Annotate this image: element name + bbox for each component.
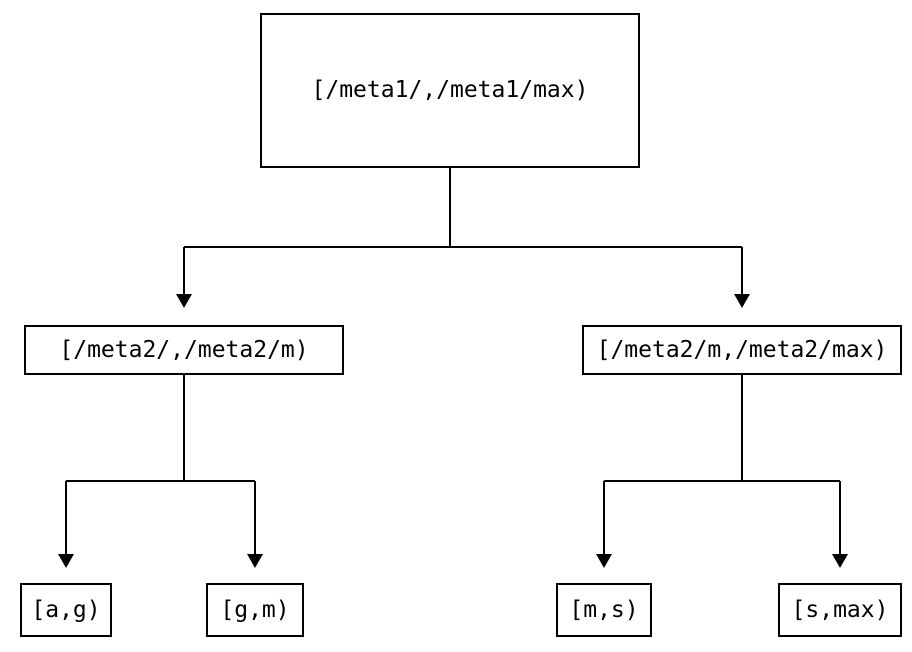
node-leaf-m-s: [m,s) [556, 583, 652, 637]
edge-root-to-children [176, 168, 750, 308]
node-leaf-a-g: [a,g) [20, 583, 112, 637]
arrowhead-left-branch-icon [176, 294, 192, 308]
edge-left-to-children [58, 375, 263, 568]
arrowhead-right-branch-icon [734, 294, 750, 308]
arrowhead-leaf-ms-icon [596, 554, 612, 568]
node-root-interval: [/meta1/,/meta1/max) [260, 13, 640, 168]
arrowhead-leaf-ag-icon [58, 554, 74, 568]
node-leaf-g-m: [g,m) [206, 583, 304, 637]
arrowhead-leaf-gm-icon [247, 554, 263, 568]
edge-right-to-children [596, 375, 848, 568]
arrowhead-leaf-smax-icon [832, 554, 848, 568]
node-leaf-s-max: [s,max) [778, 583, 902, 637]
node-meta2-lower-interval: [/meta2/,/meta2/m) [24, 325, 344, 375]
node-meta2-upper-interval: [/meta2/m,/meta2/max) [582, 325, 902, 375]
